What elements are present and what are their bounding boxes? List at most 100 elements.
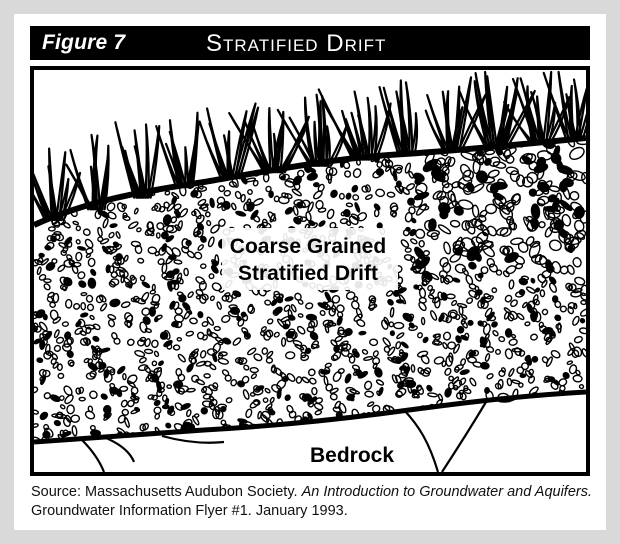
- gravel-grain: [43, 424, 49, 431]
- gravel-grain: [292, 435, 297, 440]
- gravel-grain: [570, 426, 576, 432]
- gravel-grain: [54, 329, 60, 338]
- gravel-grain: [374, 434, 380, 439]
- gravel-grain: [399, 430, 409, 434]
- gravel-grain: [116, 202, 126, 213]
- gravel-grain: [239, 437, 249, 448]
- gravel-grain: [541, 280, 548, 288]
- gravel-grain: [274, 435, 282, 443]
- gravel-grain: [62, 322, 68, 327]
- gravel-grain: [329, 423, 335, 430]
- gravel-grain: [100, 303, 108, 312]
- caption-source-suffix: Groundwater Information Flyer #1. Januar…: [31, 503, 348, 519]
- gravel-grain: [396, 181, 401, 186]
- gravel-grain: [53, 293, 59, 302]
- gravel-grain: [502, 270, 510, 278]
- gravel-grain: [186, 331, 194, 337]
- gravel-grain: [431, 438, 439, 443]
- gravel-grain: [374, 367, 383, 378]
- gravel-grain: [581, 300, 586, 304]
- gravel-grain: [474, 252, 483, 262]
- gravel-grain: [566, 403, 571, 409]
- gravel-grain: [128, 157, 133, 161]
- gravel-grain: [263, 398, 268, 402]
- gravel-grain: [559, 401, 568, 409]
- gravel-grain: [81, 293, 87, 296]
- gravel-grain: [90, 269, 97, 276]
- gravel-grain: [34, 151, 44, 161]
- gravel-grain: [492, 182, 507, 189]
- gravel-grain: [141, 281, 150, 289]
- gravel-grain: [421, 318, 424, 325]
- gravel-grain: [535, 288, 540, 293]
- gravel-grain: [200, 407, 208, 415]
- gravel-grain: [441, 423, 449, 432]
- gravel-grain: [66, 240, 72, 247]
- gravel-grain: [428, 393, 438, 398]
- gravel-grain: [148, 247, 157, 254]
- gravel-grain: [344, 373, 352, 383]
- gravel-grain: [108, 232, 115, 239]
- gravel-grain: [451, 300, 458, 307]
- gravel-grain: [319, 310, 325, 317]
- gravel-grain: [302, 376, 310, 383]
- gravel-grain: [574, 335, 584, 343]
- gravel-grain: [544, 397, 555, 407]
- gravel-grain: [152, 360, 158, 366]
- gravel-grain: [356, 160, 360, 166]
- gravel-grain: [267, 409, 275, 416]
- gravel-grain: [426, 385, 433, 392]
- gravel-grain: [89, 370, 97, 378]
- gravel-grain: [110, 189, 116, 194]
- gravel-grain: [530, 334, 538, 341]
- gravel-grain: [100, 393, 108, 400]
- gravel-grain: [120, 399, 128, 407]
- gravel-grain: [89, 315, 94, 320]
- gravel-grain: [411, 365, 415, 372]
- gravel-grain: [558, 408, 563, 417]
- gravel-grain: [579, 327, 586, 334]
- gravel-grain: [64, 138, 73, 144]
- gravel-grain: [177, 129, 186, 140]
- gravel-grain: [178, 294, 187, 303]
- gravel-grain: [433, 334, 440, 338]
- gravel-grain: [309, 377, 317, 385]
- gravel-grain: [374, 209, 379, 216]
- gravel-grain: [163, 214, 172, 225]
- gravel-grain: [332, 371, 343, 383]
- gravel-grain: [62, 286, 67, 292]
- gravel-grain: [479, 209, 488, 218]
- gravel-grain: [43, 129, 54, 138]
- gravel-grain: [492, 438, 499, 446]
- gravel-grain: [568, 145, 586, 162]
- figure-panel: Figure 7 Stratified Drift Coarse Grained…: [14, 14, 606, 530]
- gravel-grain: [83, 153, 92, 162]
- gravel-grain: [340, 194, 345, 200]
- gravel-grain: [210, 296, 215, 302]
- gravel-grain: [52, 166, 62, 176]
- gravel-grain: [376, 425, 382, 429]
- gravel-grain: [457, 303, 467, 308]
- gravel-grain: [363, 430, 368, 438]
- gravel-grain: [540, 290, 545, 297]
- gravel-grain: [507, 403, 517, 412]
- gravel-grain: [389, 146, 395, 151]
- gravel-grain: [242, 389, 250, 400]
- gravel-grain: [320, 435, 329, 444]
- gravel-grain: [73, 221, 79, 226]
- gravel-grain: [389, 322, 394, 327]
- gravel-grain: [76, 226, 80, 231]
- gravel-grain: [273, 431, 279, 438]
- gravel-grain: [492, 330, 499, 337]
- gravel-grain: [314, 428, 321, 434]
- gravel-grain: [551, 439, 561, 449]
- gravel-grain: [439, 257, 449, 268]
- grass-blade: [290, 118, 318, 166]
- gravel-grain: [250, 367, 258, 372]
- gravel-grain: [124, 417, 130, 428]
- gravel-grain: [69, 143, 74, 151]
- gravel-grain: [493, 161, 506, 169]
- gravel-grain: [247, 189, 252, 194]
- caption-publication-title: An Introduction to Groundwater and Aquif…: [302, 484, 592, 500]
- gravel-grain: [140, 275, 145, 281]
